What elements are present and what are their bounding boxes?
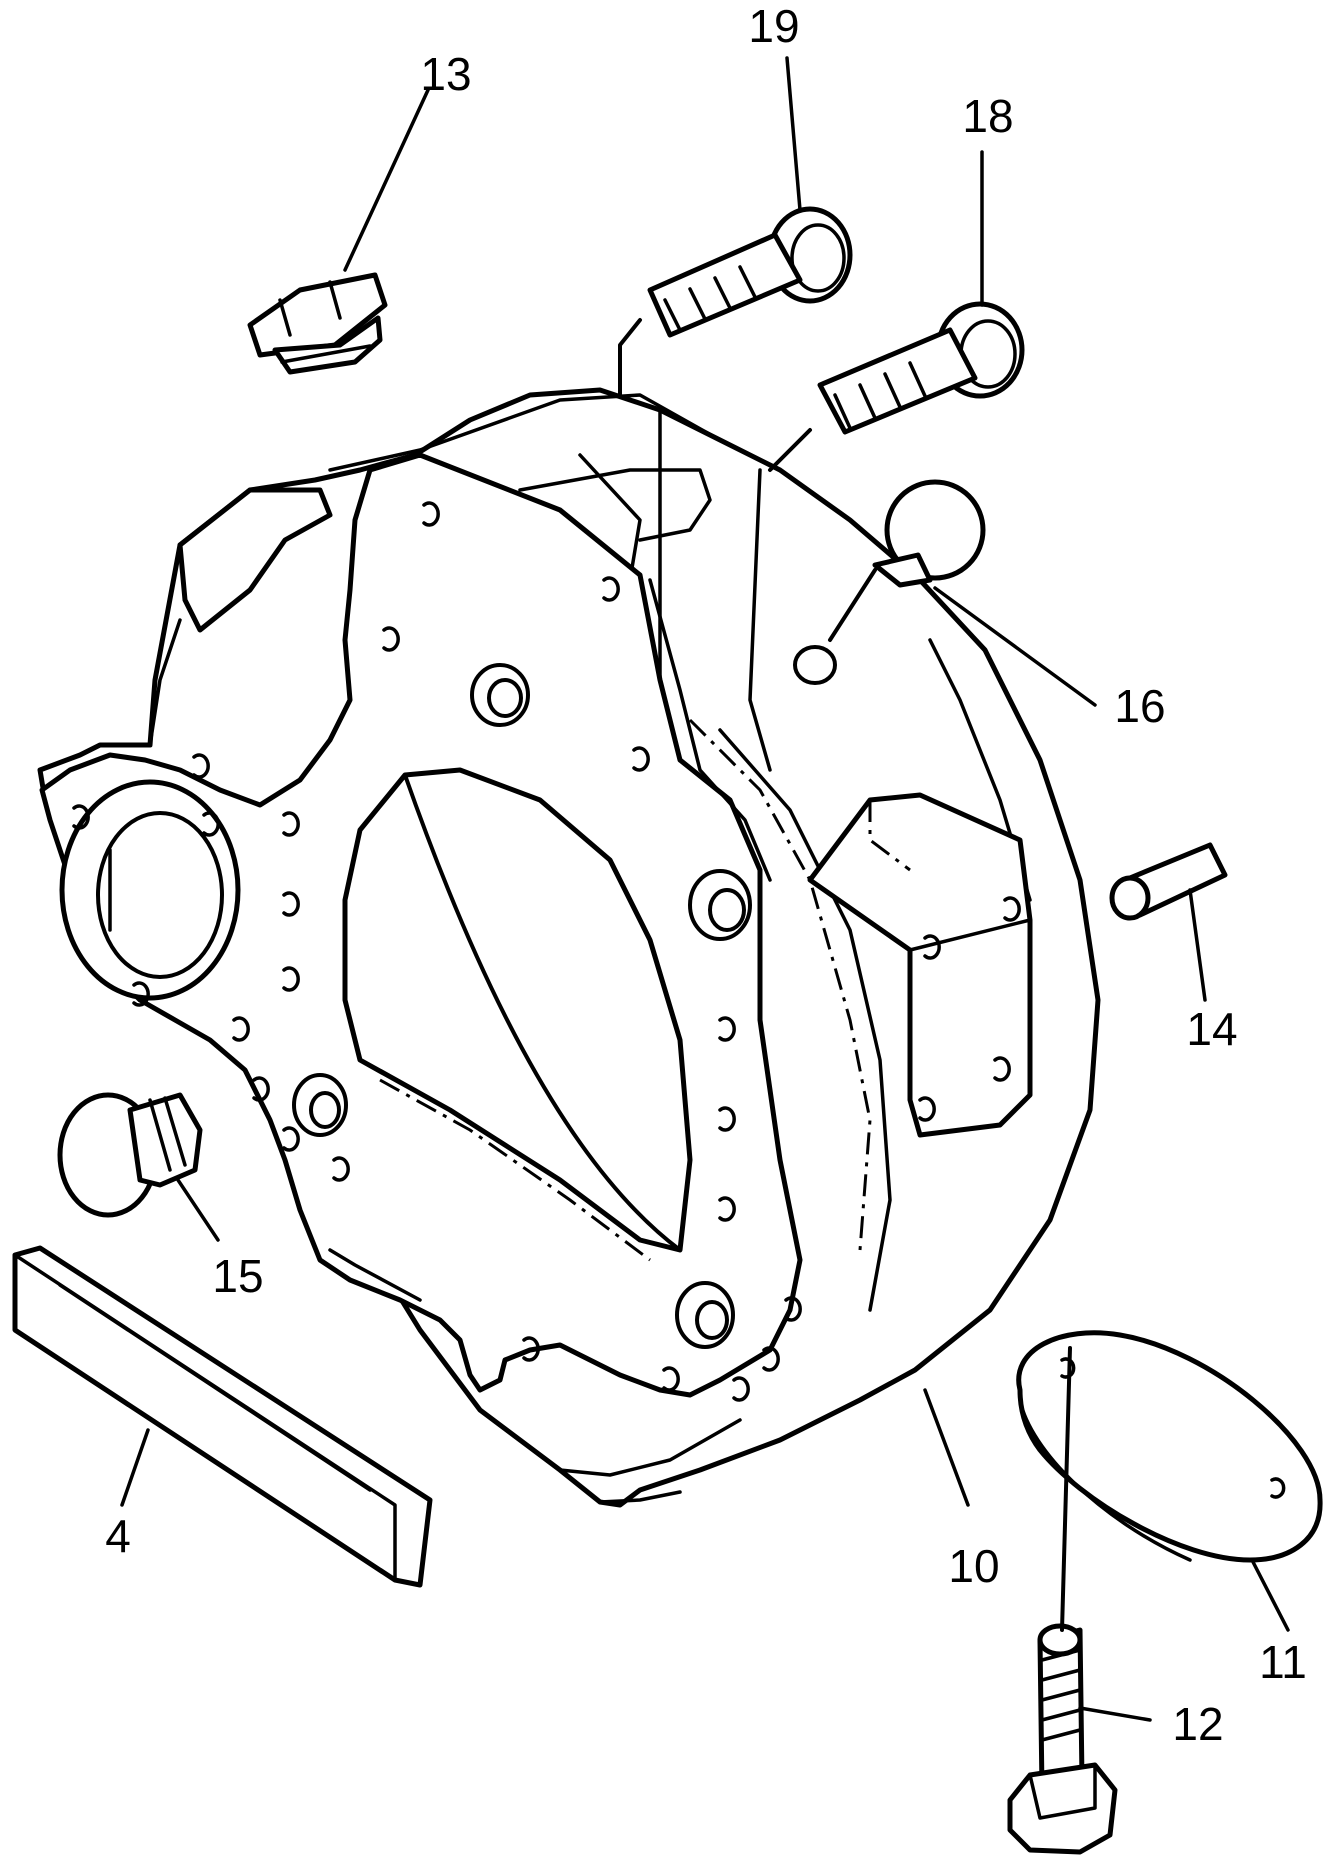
knob-plug (828, 479, 986, 642)
hex-plug (247, 272, 388, 375)
callout-4: 4 (105, 1510, 131, 1562)
callout-labels: 13 19 18 16 14 15 4 10 11 12 (105, 0, 1307, 1750)
cover-plate (1016, 1330, 1323, 1563)
leader-15 (176, 1178, 220, 1242)
leader-14 (1188, 888, 1207, 1002)
dowel-pin (1109, 842, 1228, 921)
leader-11 (1250, 1558, 1290, 1632)
leader-12 (1078, 1706, 1152, 1722)
cap-plug (57, 1092, 203, 1218)
housing-boss (807, 792, 1033, 1138)
callout-13: 13 (420, 48, 471, 100)
flange-window (342, 767, 693, 1253)
callout-15: 15 (212, 1250, 263, 1302)
leader-13 (343, 88, 430, 272)
leader-19 (785, 56, 802, 212)
mounting-flange (39, 452, 837, 1402)
callout-14: 14 (1186, 1003, 1237, 1055)
leader-4 (120, 1428, 150, 1507)
callout-16: 16 (1114, 680, 1165, 732)
bolt-19 (618, 206, 853, 397)
callout-10: 10 (948, 1540, 999, 1592)
callout-18: 18 (962, 90, 1013, 142)
nameplate (12, 1245, 433, 1588)
leader-16 (933, 586, 1097, 707)
leader-10 (923, 1388, 970, 1507)
callout-12: 12 (1172, 1698, 1223, 1750)
callout-19: 19 (748, 0, 799, 52)
bolt-18 (768, 301, 1025, 472)
flange-bolt (1007, 1346, 1118, 1855)
bolt-holes (72, 501, 802, 1402)
callout-11: 11 (1259, 1636, 1307, 1688)
leader-lines (120, 56, 1290, 1722)
